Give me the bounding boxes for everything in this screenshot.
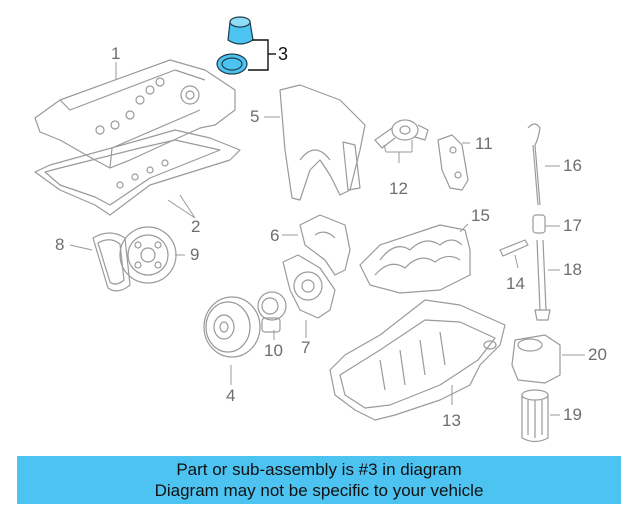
callout-10[interactable]: 10 <box>264 341 283 360</box>
part-20-filter-housing[interactable] <box>511 334 561 384</box>
part-13-oil-pan[interactable] <box>329 299 506 421</box>
callout-8[interactable]: 8 <box>55 235 65 254</box>
parts-diagram <box>34 16 585 443</box>
footer-line-1: Part or sub-assembly is #3 in diagram <box>176 460 462 479</box>
part-19-oil-filter[interactable] <box>521 389 549 443</box>
callout-18[interactable]: 18 <box>563 260 582 279</box>
part-2-gasket[interactable] <box>34 129 241 216</box>
part-17-seal[interactable] <box>532 214 546 234</box>
part-5-timing-cover[interactable] <box>279 84 366 201</box>
part-3-filler-cap[interactable] <box>216 16 254 75</box>
part-8-belt[interactable] <box>92 232 131 292</box>
part-11-bracket[interactable] <box>437 134 469 191</box>
callout-16[interactable]: 16 <box>563 156 582 175</box>
callout-19[interactable]: 19 <box>563 405 582 424</box>
footer-line-2: Diagram may not be specific to your vehi… <box>154 481 484 500</box>
part-6-lower-cover[interactable] <box>299 214 351 276</box>
part-14-bracket[interactable] <box>499 239 529 257</box>
callout-3[interactable]: 3 <box>278 44 289 64</box>
callout-2[interactable]: 2 <box>191 217 201 236</box>
callout-15[interactable]: 15 <box>471 206 490 225</box>
callout-9[interactable]: 9 <box>190 245 200 264</box>
callout-13[interactable]: 13 <box>442 411 461 430</box>
callout-12[interactable]: 12 <box>389 179 408 198</box>
callout-4[interactable]: 4 <box>226 386 236 405</box>
part-15-baffle[interactable] <box>359 224 471 294</box>
callout-20[interactable]: 20 <box>588 345 607 364</box>
callout-14[interactable]: 14 <box>506 274 525 293</box>
part-18-tube[interactable] <box>534 239 551 321</box>
callout-7[interactable]: 7 <box>301 338 311 357</box>
callout-1[interactable]: 1 <box>111 44 121 63</box>
footer-banner: Part or sub-assembly is #3 in diagram Di… <box>17 456 621 504</box>
part-4-crank-pulley[interactable] <box>203 296 261 358</box>
callout-5[interactable]: 5 <box>250 107 260 126</box>
part-10-crank-sprocket[interactable] <box>257 291 287 333</box>
part-1-valve-cover[interactable] <box>34 59 236 169</box>
part-12-tensioner[interactable] <box>374 119 429 149</box>
part-16-dipstick[interactable] <box>527 123 541 206</box>
part-9-sprocket[interactable] <box>119 226 177 284</box>
callout-17[interactable]: 17 <box>563 216 582 235</box>
part-7-cover[interactable] <box>282 254 336 319</box>
callout-11[interactable]: 11 <box>475 134 493 153</box>
callout-6[interactable]: 6 <box>270 226 280 245</box>
